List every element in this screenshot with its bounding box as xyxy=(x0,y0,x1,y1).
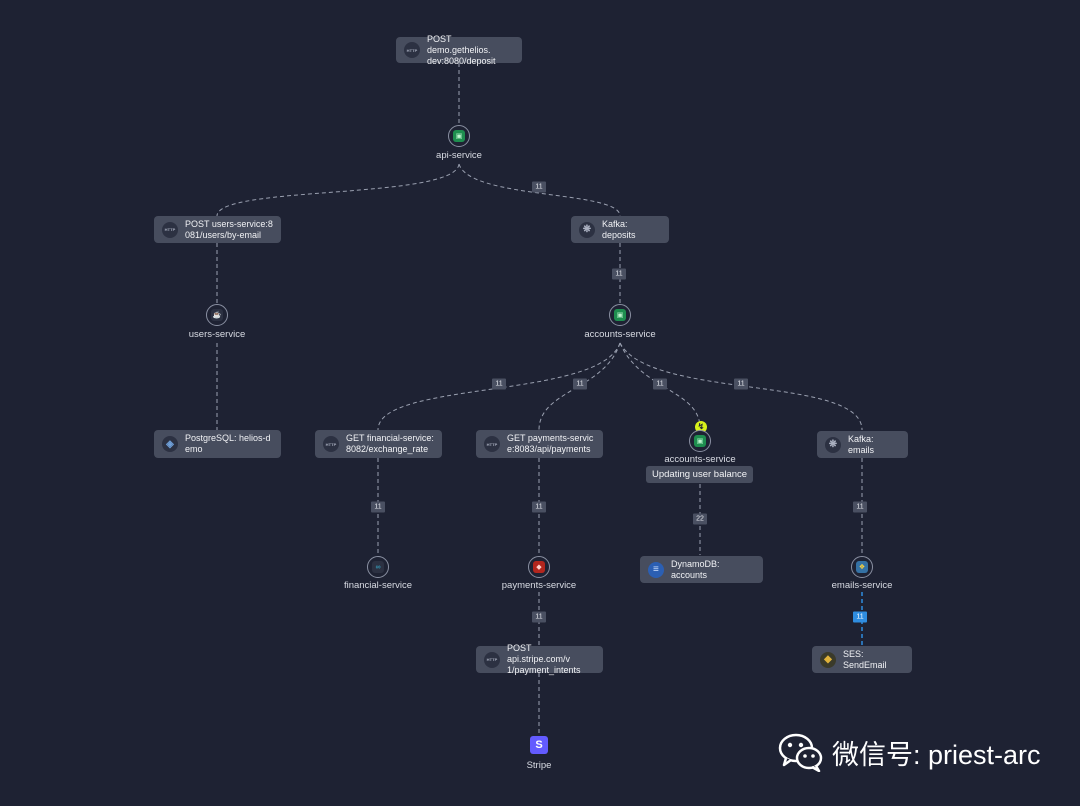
request-get-financial[interactable]: HTTP GET financial-service:8082/exchange… xyxy=(315,430,442,458)
service-label: users-service xyxy=(188,329,246,340)
count-badge: 11 xyxy=(532,181,546,193)
request-line: 8082/exchange_rate xyxy=(346,444,429,454)
http-icon: HTTP xyxy=(162,221,178,238)
service-label: payments-service xyxy=(501,580,577,591)
tooltip-updating-balance: Updating user balance xyxy=(646,466,754,483)
count-badge: 11 xyxy=(371,501,385,513)
stripe-icon: S xyxy=(530,736,548,754)
request-line: GET financial-service: xyxy=(346,433,434,443)
request-line: POST users-service:8 xyxy=(185,218,273,229)
watermark: 微信号: priest-arc xyxy=(778,732,1041,772)
request-line: 081/users/by-email xyxy=(185,229,262,240)
request-post-deposit[interactable]: HTTP POST demo.gethelios.dev:8080/deposi… xyxy=(396,33,522,66)
http-icon: HTTP xyxy=(484,436,500,452)
service-node-emails[interactable]: ❖ xyxy=(851,556,873,578)
count-badge: 11 xyxy=(492,378,506,390)
count-badge: 22 xyxy=(693,513,707,525)
service-label: emails-service xyxy=(831,580,893,591)
count-badge: 11 xyxy=(612,268,626,280)
count-badge: 11 xyxy=(653,378,667,390)
service-node-financial[interactable]: ∞ xyxy=(367,556,389,578)
ses-label: SES: SendEmail xyxy=(843,648,887,670)
http-icon: HTTP xyxy=(484,651,500,668)
node-icon: ▣ xyxy=(453,130,465,142)
count-badge: 11 xyxy=(532,501,546,513)
service-label: api-service xyxy=(436,150,482,161)
service-label: financial-service xyxy=(343,580,413,591)
node-icon: ▣ xyxy=(694,435,706,447)
count-badge: 11 xyxy=(853,501,867,513)
kafka-icon: ❋ xyxy=(825,436,841,453)
edge-accounts-to-financial-request xyxy=(377,342,621,431)
ruby-icon: ◆ xyxy=(533,561,545,573)
node-icon: ▣ xyxy=(614,309,626,321)
count-badge: 11 xyxy=(734,378,748,390)
db-line: emo xyxy=(185,444,203,454)
service-node-accounts-self[interactable]: ▣ xyxy=(689,430,711,452)
request-line: POST demo.gethelios. xyxy=(427,33,491,55)
java-icon: ☕ xyxy=(211,309,223,321)
aws-ses-icon: ◆ xyxy=(820,651,836,668)
edge-api-service-to-kafka-deposits xyxy=(458,163,621,217)
service-node-users[interactable]: ☕ xyxy=(206,304,228,326)
count-badge: 11 xyxy=(573,378,587,390)
service-node-api[interactable]: ▣ xyxy=(448,125,470,147)
postgresql-icon: ◈ xyxy=(162,436,178,452)
edge-accounts-to-kafka-emails xyxy=(619,342,863,431)
queue-label: Kafka: deposits xyxy=(602,218,636,240)
http-icon: HTTP xyxy=(404,42,420,58)
service-node-accounts[interactable]: ▣ xyxy=(609,304,631,326)
request-line: e:8083/api/payments xyxy=(507,444,591,454)
edge-api-service-to-users-request xyxy=(216,163,460,217)
queue-kafka-deposits[interactable]: ❋ Kafka: deposits xyxy=(571,216,669,243)
count-badge-highlighted: 11 xyxy=(853,611,867,623)
kafka-icon: ❋ xyxy=(579,221,595,238)
service-label: accounts-service xyxy=(664,454,736,465)
service-label: Stripe xyxy=(526,760,552,771)
count-badge: 11 xyxy=(532,611,546,623)
service-node-stripe[interactable]: S xyxy=(528,734,550,756)
request-line: GET payments-servic xyxy=(507,433,594,443)
go-icon: ∞ xyxy=(372,561,384,573)
python-icon: ❖ xyxy=(856,561,868,573)
request-line: POST api.stripe.com/v xyxy=(507,643,571,664)
aws-ses-sendemail[interactable]: ◆ SES: SendEmail xyxy=(812,646,912,673)
wechat-icon xyxy=(778,733,823,772)
watermark-text: 微信号: priest-arc xyxy=(832,739,1041,770)
queue-label: Kafka: emails xyxy=(848,433,875,455)
db-dynamodb[interactable]: ≡ DynamoDB: accounts xyxy=(640,556,763,583)
service-label: accounts-service xyxy=(584,329,656,340)
http-icon: HTTP xyxy=(323,436,339,452)
db-label: DynamoDB: accounts xyxy=(671,558,720,580)
edge-accounts-to-accounts-self xyxy=(619,342,701,429)
db-line: PostgreSQL: helios-d xyxy=(185,433,271,443)
request-line: dev:8080/deposit xyxy=(427,55,496,66)
dynamodb-icon: ≡ xyxy=(648,561,664,578)
queue-kafka-emails[interactable]: ❋ Kafka: emails xyxy=(817,431,908,458)
request-line: 1/payment_intents xyxy=(507,665,581,675)
service-node-payments[interactable]: ◆ xyxy=(528,556,550,578)
